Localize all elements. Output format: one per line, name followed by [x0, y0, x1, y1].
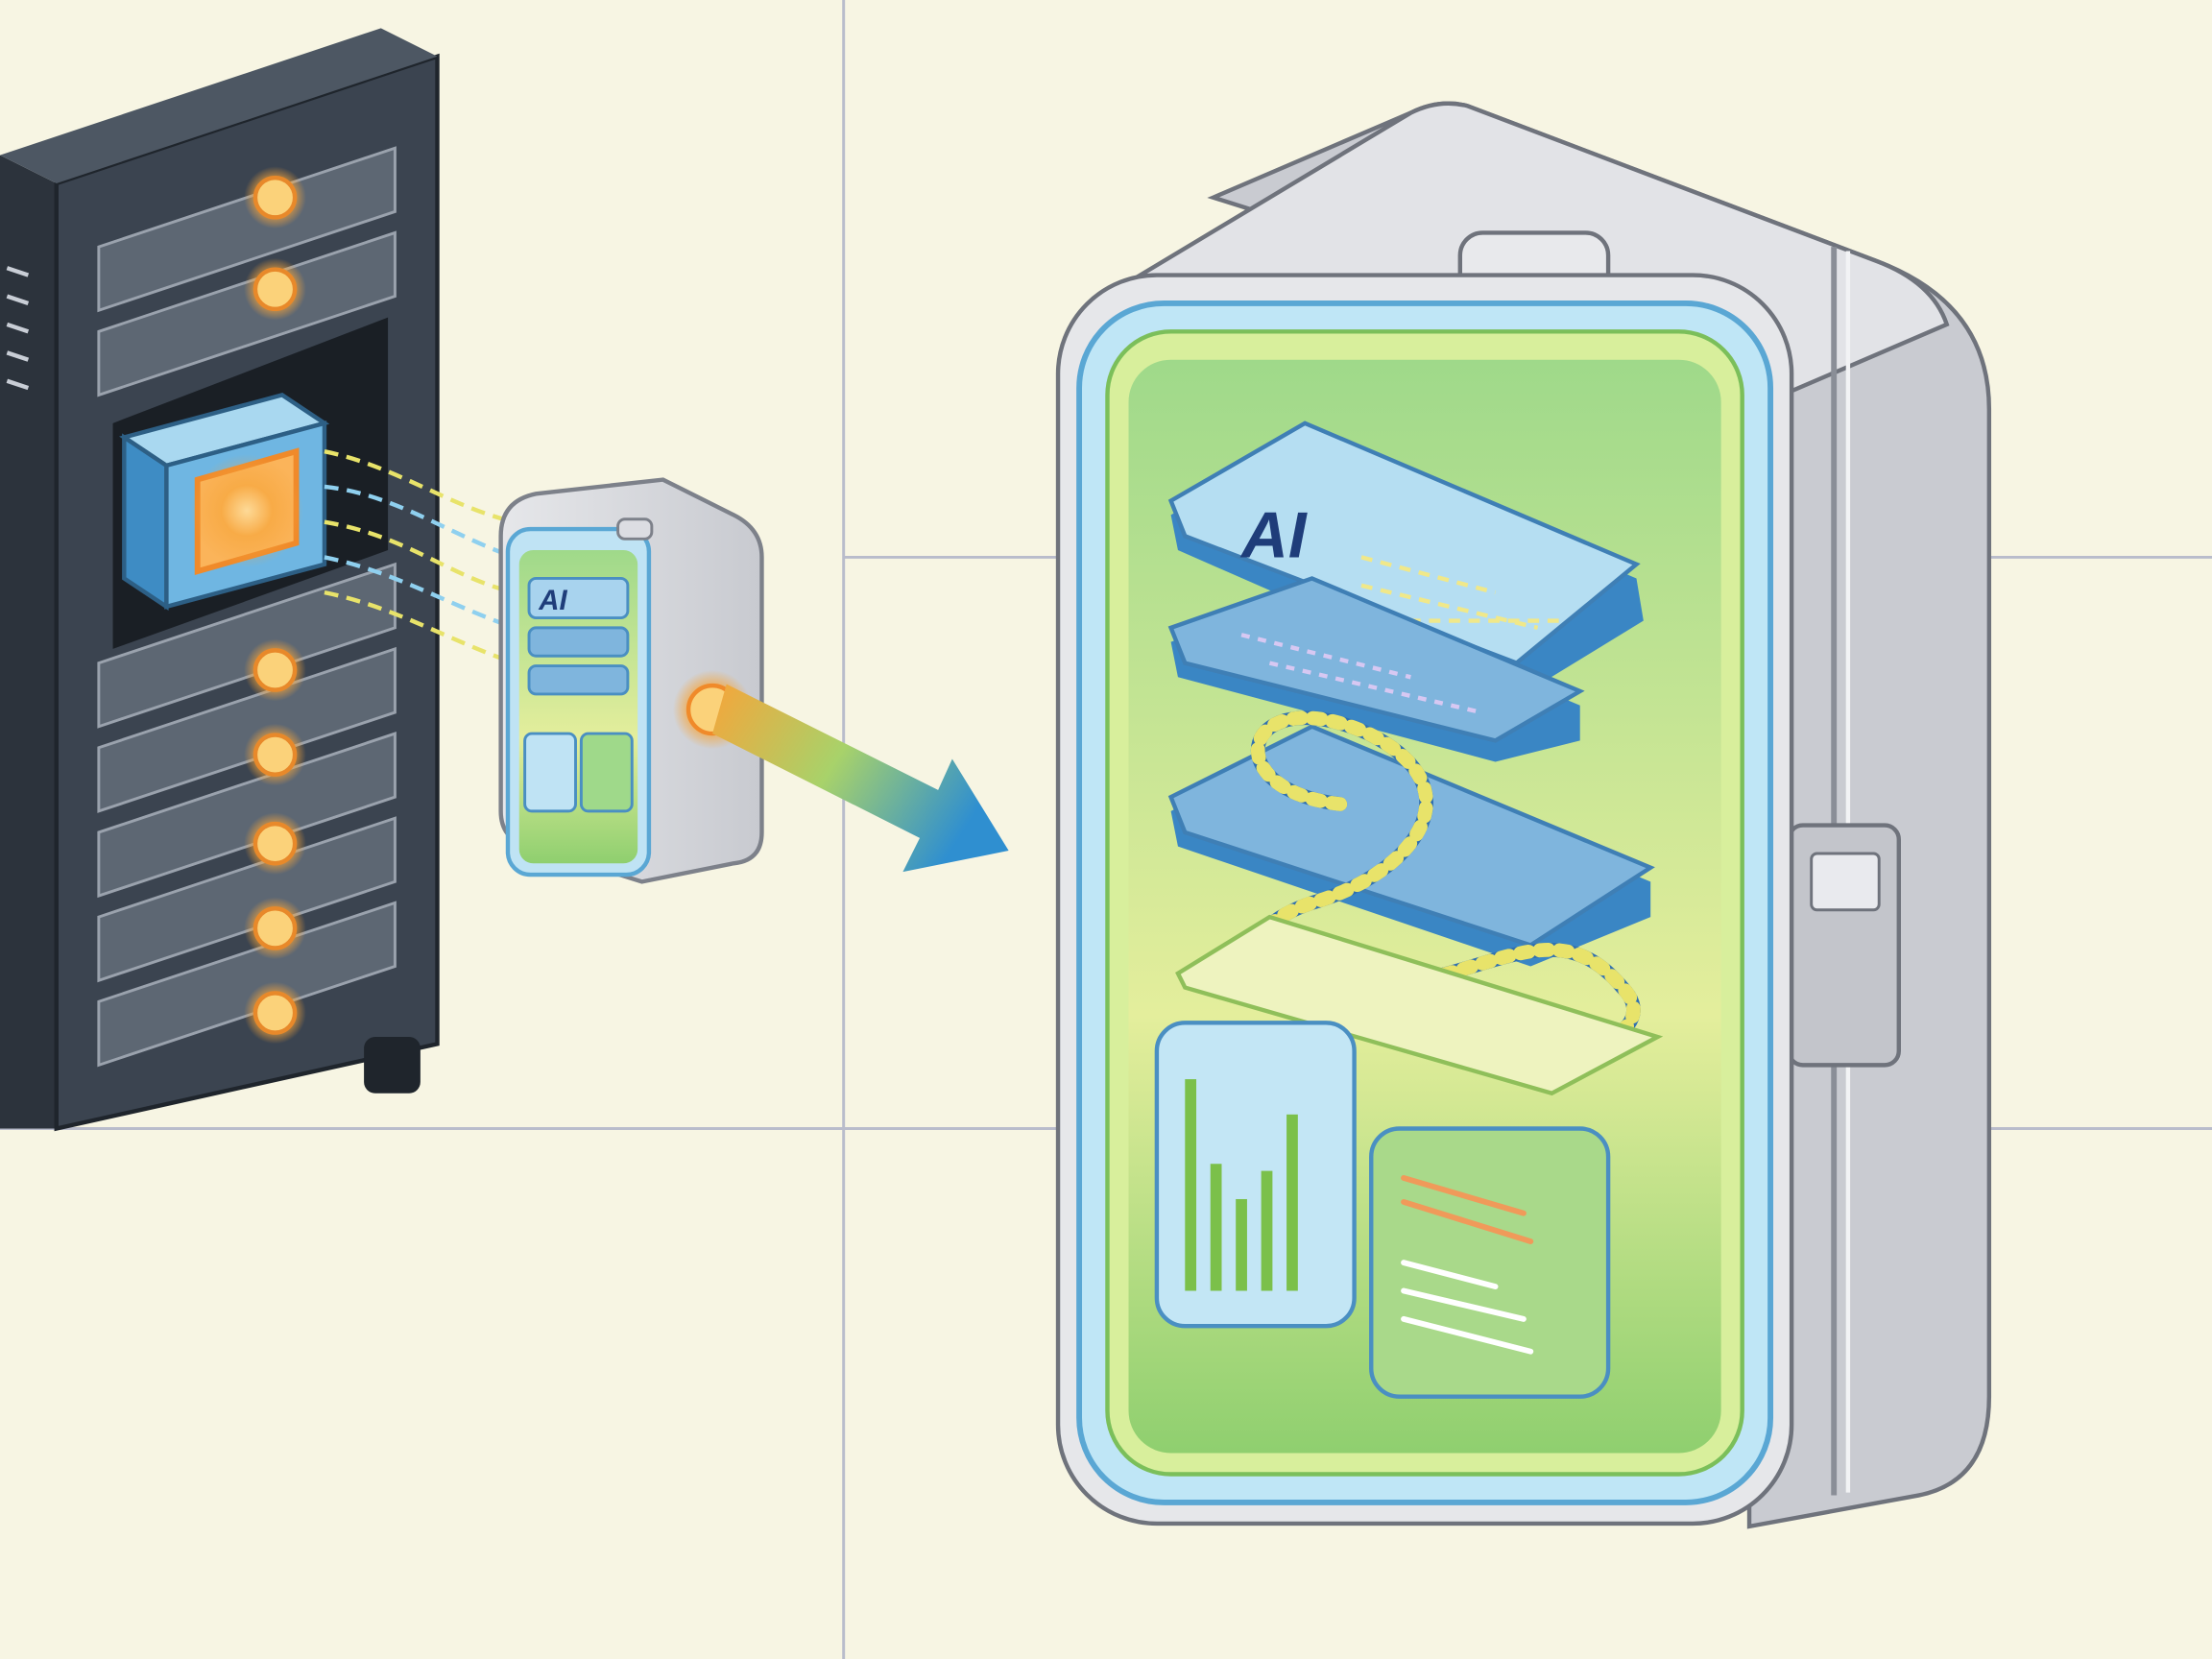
data-streams	[324, 449, 517, 665]
log-tile	[1369, 1126, 1611, 1399]
metrics-tile	[1154, 1021, 1357, 1329]
transfer-arrow	[672, 669, 1009, 873]
big-container: AI	[1055, 101, 1992, 1529]
status-lights	[244, 166, 306, 1045]
small-container-ai-label: AI	[538, 585, 567, 616]
drive-bays	[97, 146, 397, 1068]
big-container-ai-label: AI	[1239, 499, 1308, 571]
model-layer-top: AI	[1167, 421, 1644, 699]
extracted-module-cube	[119, 393, 330, 611]
base-tray	[1175, 914, 1664, 1096]
small-container: AI	[498, 477, 764, 884]
model-layer-middle	[1167, 576, 1585, 762]
